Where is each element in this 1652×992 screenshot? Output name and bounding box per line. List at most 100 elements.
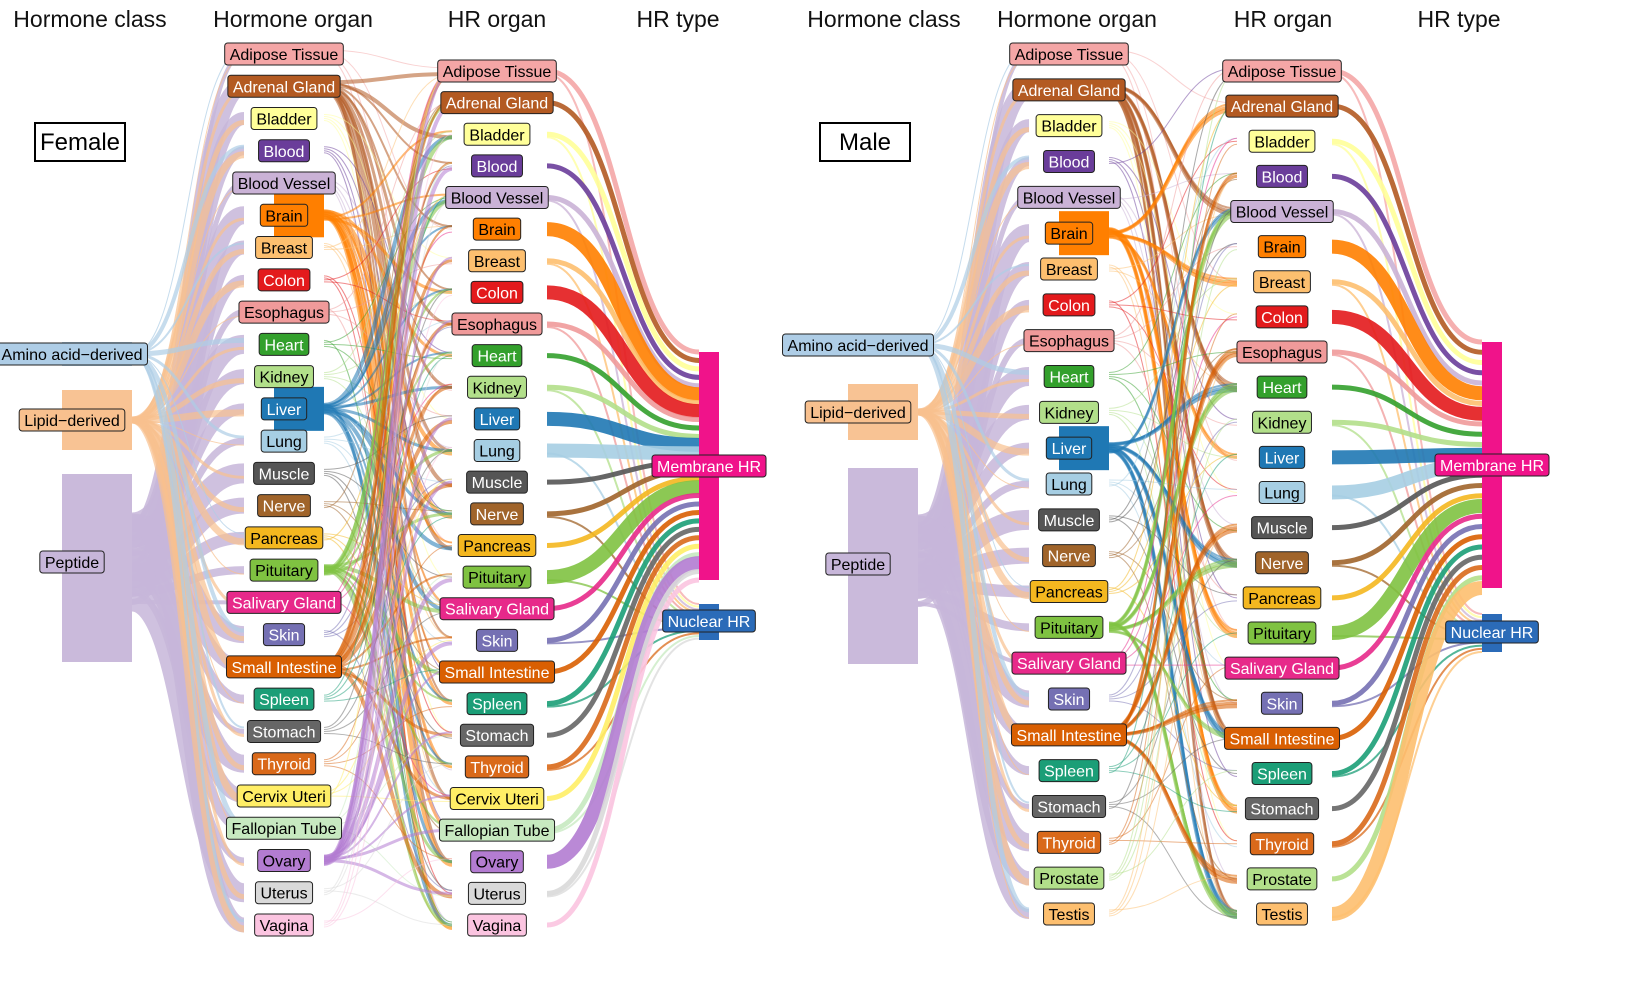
flow-muscle-to-spleen — [1108, 517, 1238, 774]
hormone-organ-brain-box — [1044, 221, 1094, 245]
hormone-organ-ovary-box — [257, 848, 311, 872]
class-label-lipid-derived-box — [804, 400, 912, 424]
flow-colon-to-blood — [323, 168, 453, 281]
hormone-organ-small-intestine-text: Small Intestine — [232, 660, 337, 677]
hr-organ-adrenal-gland-text: Adrenal Gland — [1231, 99, 1333, 116]
hr-organ-esophagus: Esophagus — [451, 312, 543, 336]
hr-organ-bladder-text: Bladder — [469, 127, 525, 144]
hormone-organ-thyroid-text: Thyroid — [257, 757, 310, 774]
hormone-organ-adipose-tissue-text: Adipose Tissue — [230, 47, 339, 64]
hormone-organ-esophagus-box — [238, 300, 330, 324]
hr-type-nuclear-hr-text: Nuclear HR — [1451, 625, 1534, 642]
hormone-organ-adrenal-gland: Adrenal Gland — [1012, 78, 1126, 102]
flow-thyroid-to-colon — [1108, 313, 1238, 845]
class-label-peptide-box — [825, 552, 891, 576]
class-label-lipid-derived: Lipid−derived — [804, 400, 912, 424]
hr-organ-liver-text: Liver — [480, 412, 515, 429]
flow-adrenal-gland-to-nerve — [1108, 88, 1238, 561]
hormone-organ-colon-box — [257, 268, 311, 292]
class-label-peptide: Peptide — [39, 550, 105, 574]
header-hormone-organ: Hormone organ — [213, 6, 373, 32]
hr-organ-cervix-uteri-box — [449, 786, 545, 810]
flow-small-intestine-to-membrane-hr — [546, 509, 700, 675]
flow-pancreas-to-membrane-hr — [1331, 493, 1483, 601]
hr-organ-small-intestine: Small Intestine — [438, 660, 556, 684]
male-labels: Amino acid−derivedLipid−derivedPeptideAd… — [782, 42, 1550, 926]
hr-organ-blood-vessel: Blood Vessel — [1230, 200, 1334, 223]
flow-testis-to-esophagus — [1108, 354, 1238, 915]
hormone-organ-salivary-gland-box — [1011, 651, 1127, 675]
hr-organ-salivary-gland: Salivary Gland — [1224, 656, 1340, 680]
hr-organ-stomach-box — [1244, 797, 1320, 821]
hormone-organ-esophagus: Esophagus — [238, 300, 330, 324]
hr-organ-salivary-gland-text: Salivary Gland — [1230, 661, 1334, 678]
hr-organ-blood: Blood — [471, 154, 523, 178]
flow-uterus-to-thyroid — [323, 763, 453, 890]
hr-organ-blood-vessel-box — [445, 186, 549, 210]
flow-stomach-to-membrane-hr — [546, 526, 700, 738]
hr-organ-brain-text: Brain — [1263, 240, 1300, 257]
hormone-organ-nerve: Nerve — [1042, 544, 1096, 568]
hr-organ-blood-box — [471, 154, 523, 178]
hr-organ-cervix-uteri-text: Cervix Uteri — [455, 791, 539, 808]
flow-amino-heart — [917, 342, 1030, 375]
hr-organ-muscle-box — [466, 470, 528, 494]
hr-organ-blood-box — [1256, 164, 1308, 188]
header-hormone-class: Hormone class — [807, 6, 960, 32]
hormone-organ-prostate-box — [1033, 866, 1105, 890]
class-label-amino-acid-derived-text: Amino acid−derived — [2, 347, 143, 364]
flow-adrenal-gland-to-adipose-tissue — [323, 72, 453, 85]
hormone-organ-salivary-gland: Salivary Gland — [1011, 651, 1127, 675]
flow-blood-to-adipose-tissue — [1108, 67, 1238, 164]
hormone-organ-blood: Blood — [1043, 150, 1095, 173]
hr-organ-small-intestine-text: Small Intestine — [1230, 731, 1335, 748]
flow-small-intestine-to-cervix-uteri — [323, 661, 453, 800]
hr-organ-small-intestine-text: Small Intestine — [445, 665, 550, 682]
hr-organ-heart-box — [1256, 375, 1308, 399]
hr-organ-colon-text: Colon — [476, 285, 518, 302]
hr-organ-stomach-box — [459, 723, 535, 747]
hormone-organ-blood-box — [1043, 150, 1095, 173]
hormone-organ-stomach: Stomach — [1031, 795, 1107, 818]
flow-pancreas-to-stomach — [1108, 587, 1238, 807]
hr-organ-pituitary-box — [462, 565, 532, 589]
hormone-organ-spleen-box — [1038, 759, 1100, 783]
flow-esophagus-to-membrane-hr — [1331, 349, 1483, 427]
hormone-organ-bladder-box — [250, 107, 318, 131]
hormone-organ-pancreas-box — [244, 526, 324, 550]
hr-organ-pancreas-text: Pancreas — [1248, 591, 1316, 608]
hormone-organ-testis-text: Testis — [1049, 907, 1090, 924]
hr-organ-stomach: Stomach — [1244, 797, 1320, 821]
hormone-organ-blood: Blood — [258, 139, 310, 163]
hormone-organ-fallopian-tube: Fallopian Tube — [225, 816, 343, 840]
hormone-organ-ovary: Ovary — [257, 848, 311, 872]
hr-organ-nerve-text: Nerve — [476, 507, 519, 524]
flow-breast-to-small-intestine — [1108, 264, 1238, 736]
hr-organ-kidney-box — [467, 375, 527, 399]
flow-adipose-tissue-to-membrane-hr — [1331, 68, 1483, 345]
flow-stomach-to-small-intestine — [1108, 737, 1238, 805]
hr-type-membrane-hr-box — [1434, 453, 1550, 477]
hormone-organ-lung-text: Lung — [1051, 477, 1087, 494]
hormone-organ-blood-text: Blood — [264, 144, 305, 161]
hormone-organ-pituitary: Pituitary — [249, 558, 319, 582]
hormone-organ-lung-box — [260, 429, 308, 453]
hr-organ-spleen-text: Spleen — [1257, 767, 1307, 784]
hormone-organ-skin: Skin — [1047, 687, 1091, 711]
hormone-organ-salivary-gland-text: Salivary Gland — [1017, 656, 1121, 673]
hormone-organ-esophagus-box — [1023, 329, 1115, 353]
hormone-organ-spleen: Spleen — [1038, 759, 1100, 783]
flow-fallopian-tube-to-pituitary — [323, 573, 453, 825]
hormone-organ-brain: Brain — [259, 203, 309, 227]
female-labels: Amino acid−derivedLipid−derivedPeptideAd… — [0, 42, 767, 937]
hr-organ-salivary-gland: Salivary Gland — [439, 597, 555, 621]
hr-organ-spleen-box — [466, 692, 528, 716]
flow-vagina-to-membrane-hr — [546, 577, 700, 928]
flow-amino-breast — [131, 242, 245, 355]
hr-type-nuclear-hr: Nuclear HR — [1445, 620, 1539, 644]
class-label-amino-acid-derived-box — [782, 333, 934, 357]
hr-organ-breast-box — [468, 249, 526, 273]
hr-organ-pancreas-text: Pancreas — [463, 538, 531, 555]
flow-nerve-to-blood — [1108, 178, 1238, 557]
hormone-organ-lung-box — [1045, 472, 1093, 496]
